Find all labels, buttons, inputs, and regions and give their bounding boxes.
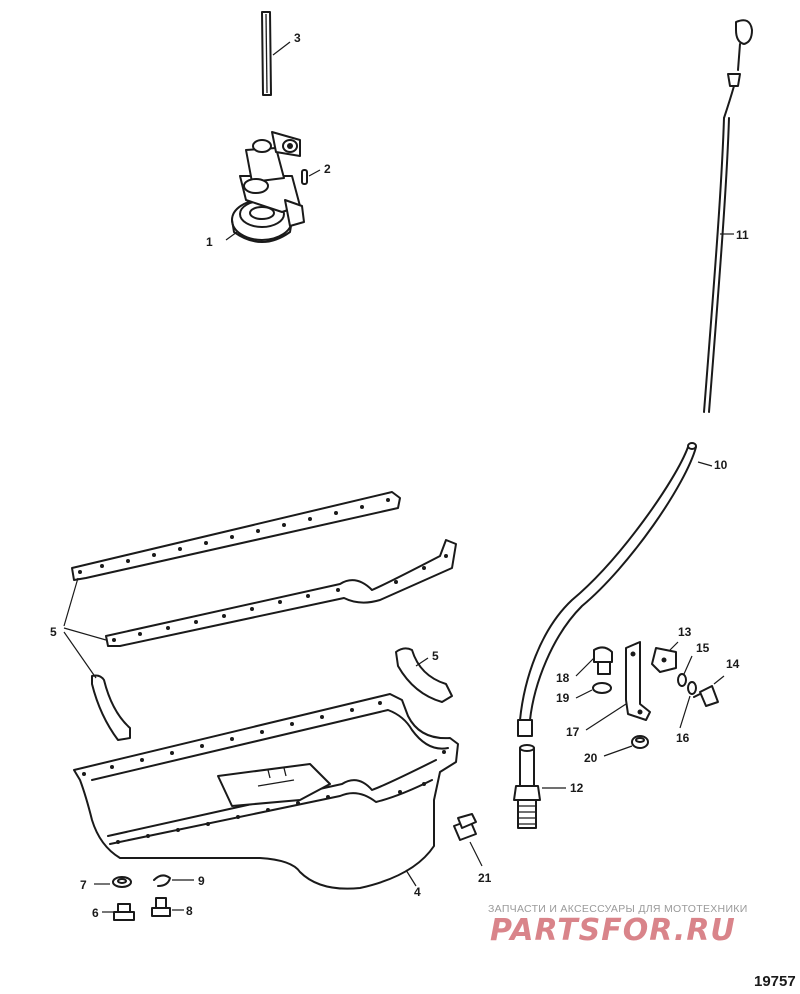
pan-flange-holes (82, 701, 446, 844)
bolt-14 (693, 675, 725, 707)
nut-20 (603, 735, 649, 757)
callout-9: 9 (198, 874, 205, 888)
gasket-holes (112, 554, 448, 642)
bolt-6 (102, 903, 135, 921)
rear-seal-left (91, 674, 131, 741)
callout-5-left: 5 (50, 625, 57, 639)
callout-6: 6 (92, 906, 99, 920)
watermark-tagline: ЗАПЧАСТИ И АКСЕССУАРЫ ДЛЯ МОТОТЕХНИКИ (488, 903, 748, 915)
gasket-holes (78, 498, 390, 574)
callout-4: 4 (414, 885, 421, 899)
callout-19: 19 (556, 691, 570, 705)
dipstick-tube (517, 442, 713, 737)
pan-gasket-upper (71, 491, 401, 581)
callout-5-right: 5 (432, 649, 439, 663)
washer-16 (679, 681, 697, 729)
clip-13 (651, 641, 679, 673)
callout-12: 12 (570, 781, 584, 795)
gasket-leader-lines (63, 577, 429, 679)
callout-15: 15 (696, 641, 710, 655)
washer-15 (677, 655, 693, 687)
bolt-18 (575, 646, 613, 677)
oil-pump (225, 131, 305, 243)
drain-plug (453, 813, 483, 867)
diagram-number: 19757 (754, 973, 796, 990)
washer-19 (575, 682, 612, 699)
rear-seal-right (395, 647, 453, 703)
support-bracket-17 (585, 641, 651, 731)
retaining-pin (301, 169, 321, 185)
callout-17: 17 (566, 725, 580, 739)
callout-1: 1 (206, 235, 213, 249)
callout-11: 11 (736, 228, 749, 242)
callout-8: 8 (186, 904, 193, 918)
callout-16: 16 (676, 731, 690, 745)
callout-14: 14 (726, 657, 740, 671)
watermark-logo: PARTSFOR.RU (490, 913, 736, 948)
oil-pan (73, 693, 459, 890)
pan-gasket-lower (105, 539, 457, 647)
bolt-8 (151, 897, 184, 917)
washer-7 (94, 876, 132, 888)
watermark: ЗАПЧАСТИ И АКСЕССУАРЫ ДЛЯ МОТОТЕХНИКИ PA… (488, 903, 748, 948)
callout-18: 18 (556, 671, 570, 685)
callout-3: 3 (294, 31, 301, 45)
callout-2: 2 (324, 162, 331, 176)
callout-10: 10 (714, 458, 728, 472)
callout-21: 21 (478, 871, 492, 885)
tube-fitting (513, 744, 566, 829)
callout-13: 13 (678, 625, 692, 639)
pump-driveshaft (261, 11, 291, 96)
callout-7: 7 (80, 878, 87, 892)
callout-20: 20 (584, 751, 598, 765)
lock-washer-9 (153, 874, 194, 887)
dipstick (703, 19, 753, 413)
